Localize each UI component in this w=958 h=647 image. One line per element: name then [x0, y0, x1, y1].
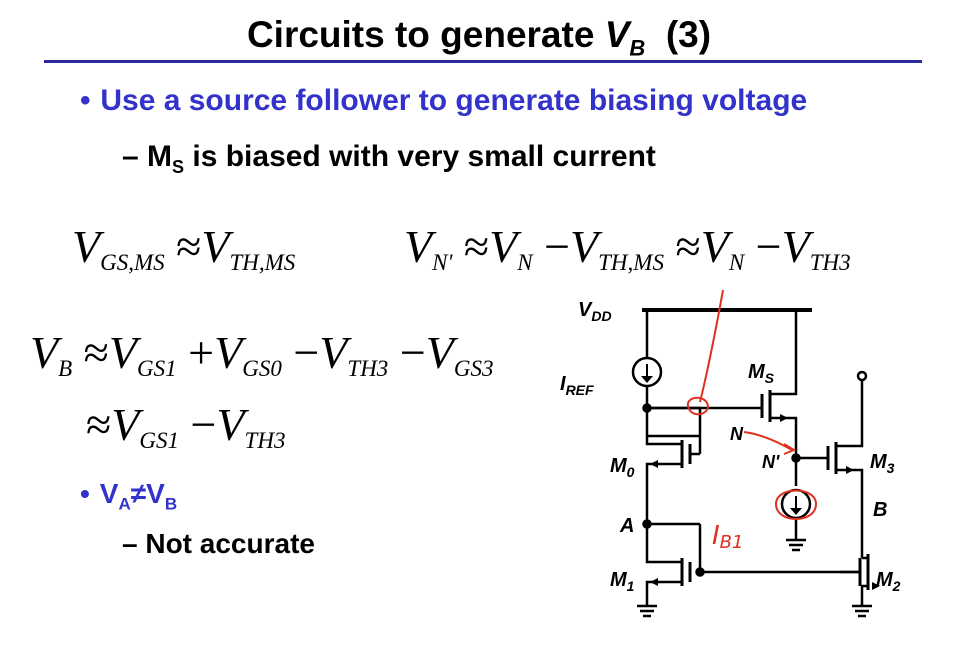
- annotation-stroke: [699, 290, 725, 403]
- equation-vn-prime: VN' ≈VN −VTH,MS ≈VN −VTH3: [404, 221, 851, 276]
- bullet-va-neq-vb: • VA≠VB: [80, 478, 178, 514]
- iref-arrow-icon: [641, 376, 653, 383]
- equation-vgs-ms: VGS,MS ≈VTH,MS: [72, 221, 296, 276]
- m1-label: M1: [610, 569, 635, 594]
- annotation-arrow: [743, 431, 793, 451]
- annotation-ib1-label: IB1: [712, 521, 743, 553]
- equation-vb: VB ≈VGS1 +VGS0 −VTH3 −VGS3: [30, 327, 494, 382]
- slide-title: Circuits to generate VB (3): [246, 14, 712, 61]
- m3-label: M3: [870, 451, 895, 476]
- node-np-label: N': [762, 452, 780, 472]
- ms-label: MS: [748, 361, 775, 386]
- annotation-circle-gate: [686, 396, 710, 416]
- sub-bullet-not-accurate: – Not accurate: [122, 528, 315, 559]
- node-n-label: N: [730, 424, 744, 444]
- sub-bullet-ms-bias: – MS is biased with very small current: [122, 140, 656, 177]
- node-a-label: A: [619, 515, 634, 537]
- m0-label: M0: [610, 455, 635, 480]
- output-terminal: [856, 370, 868, 382]
- equation-vb-approx: ≈VGS1 −VTH3: [86, 399, 286, 454]
- node-b-label: B: [873, 499, 887, 521]
- iref-label: IREF: [560, 373, 594, 398]
- bias-circuit-schematic: VDD IREF MS N' M0 A: [560, 290, 901, 618]
- bullet-source-follower: • Use a source follower to generate bias…: [80, 84, 808, 117]
- ib1-arrow-icon: [790, 508, 802, 515]
- title-underline: [44, 60, 922, 63]
- vdd-label: VDD: [578, 299, 612, 324]
- annotation-circle-ib1: [775, 489, 818, 520]
- m2-label: M2: [876, 569, 901, 594]
- handwritten-annotations: [686, 290, 818, 520]
